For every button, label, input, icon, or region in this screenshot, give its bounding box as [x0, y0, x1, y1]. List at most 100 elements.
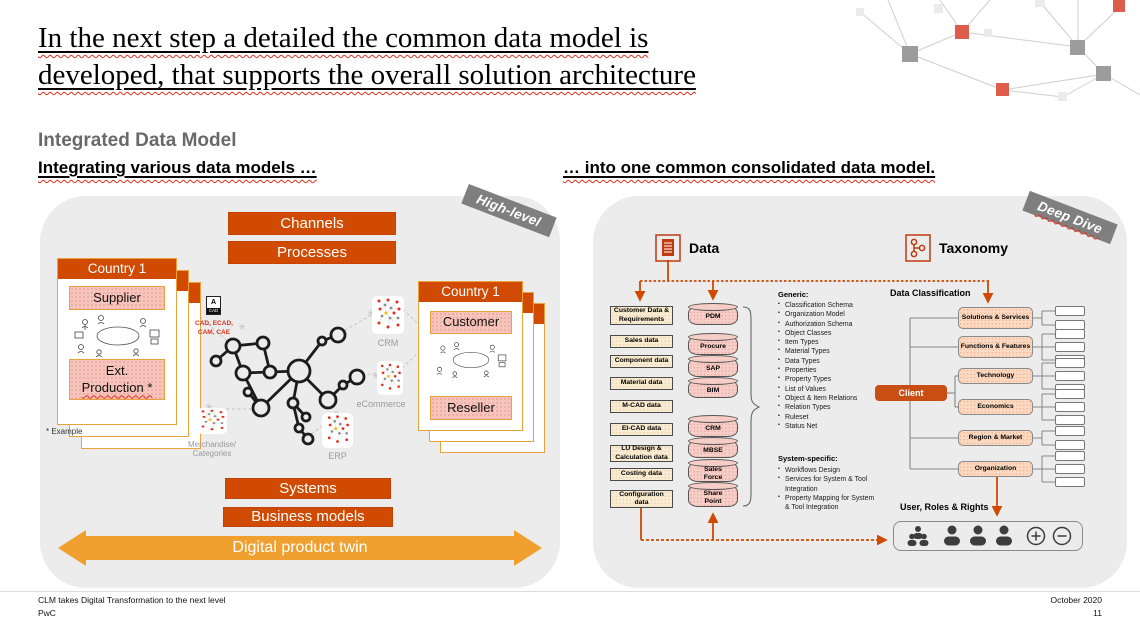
data-source-box: Sales data — [610, 335, 673, 348]
footer-page-number: 11 — [1093, 608, 1102, 618]
collaboration-doodle — [74, 315, 160, 358]
generic-item: Properties — [778, 365, 884, 375]
generic-item: List of Values — [778, 384, 884, 394]
system-specific-title: System-specific: — [778, 454, 838, 463]
systems-banner: Systems — [225, 478, 391, 499]
systems-brace — [742, 306, 761, 507]
country-left-card: Country 1 Supplier Ext. Production * — [57, 258, 177, 425]
crm-cluster-icon — [372, 296, 404, 334]
generic-item: Organization Model — [778, 309, 884, 319]
footer-left: CLM takes Digital Transformation to the … — [38, 594, 226, 620]
left-panel: ✳✳✳ ✳✳✳ Chan — [40, 196, 560, 588]
data-classification-title: Data Classification — [890, 288, 971, 298]
network-decoration — [856, 0, 1140, 101]
person-icons — [944, 525, 1012, 546]
customer-box: Customer — [430, 311, 512, 334]
plus-icon — [1026, 526, 1046, 546]
system-cylinder: PDM — [688, 303, 738, 325]
generic-item: Object Classes — [778, 328, 884, 338]
generic-item: Ruleset — [778, 412, 884, 422]
footer-right: October 2020 11 — [1050, 594, 1102, 620]
country-right-card: Country 1 Customer Reseller — [418, 281, 523, 431]
svg-text:✳: ✳ — [238, 322, 246, 332]
reseller-box: Reseller — [430, 396, 512, 420]
system-specific-item: Property Mapping for System & Tool Integ… — [778, 493, 878, 513]
system-cylinder: Share Point — [688, 482, 738, 507]
footer-project: CLM takes Digital Transformation to the … — [38, 595, 226, 605]
ext-production-box: Ext. Production * — [69, 359, 165, 400]
cad-file-icon: A CAD — [206, 296, 221, 315]
data-network-nodes — [209, 326, 366, 446]
channels-banner: Channels — [228, 212, 396, 235]
system-cylinder: MBSE — [688, 437, 738, 458]
arrow-right-head — [514, 530, 542, 566]
user-roles-box — [893, 521, 1083, 551]
merchandise-cluster-icon — [197, 408, 227, 434]
erp-label: ERP — [328, 451, 347, 461]
decoration-nodes — [856, 0, 1125, 101]
country-left-title: Country 1 — [58, 259, 176, 279]
system-specific-item: Workflows Design — [778, 465, 878, 475]
crm-label: CRM — [377, 338, 399, 348]
business-models-banner: Business models — [223, 507, 393, 527]
leaf-box — [1055, 415, 1085, 425]
generic-item: Object & Item Relations — [778, 393, 884, 403]
leaf-box — [1055, 451, 1085, 461]
generic-item: Item Types — [778, 337, 884, 347]
generic-title: Generic: — [778, 290, 809, 299]
data-source-box: Component data — [610, 355, 673, 368]
system-cylinder: SAP — [688, 355, 738, 377]
system-cylinder: Sales Force — [688, 459, 738, 482]
leaf-box — [1055, 329, 1085, 339]
generic-item: Status Net — [778, 421, 884, 431]
client-box: Client — [875, 385, 947, 401]
taxonomy-header: Taxonomy — [939, 240, 1008, 256]
generic-item: Authorization Schema — [778, 319, 884, 329]
data-source-box: M-CAD data — [610, 400, 673, 413]
data-source-box: EI-CAD data — [610, 423, 673, 436]
leaf-box — [1055, 464, 1085, 474]
erp-cluster-icon — [322, 413, 353, 448]
footer-brand: PwC — [38, 608, 56, 618]
category-box: Organization — [958, 461, 1033, 477]
ecommerce-cluster-icon — [377, 361, 403, 395]
generic-item: Classification Schema — [778, 300, 884, 310]
footer-date: October 2020 — [1050, 595, 1102, 605]
system-cylinder: BIM — [688, 377, 738, 398]
data-icon — [655, 234, 681, 262]
generic-item: Relation Types — [778, 402, 884, 412]
example-footnote: * Example — [46, 427, 83, 436]
svg-text:✳: ✳ — [372, 371, 380, 381]
processes-banner: Processes — [228, 241, 396, 264]
title-line-1: In the next step a detailed the common d… — [38, 22, 649, 54]
digital-product-twin-arrow: Digital product twin — [58, 530, 542, 566]
data-source-box: Material data — [610, 377, 673, 390]
footer-divider — [0, 591, 1140, 592]
merchandise-label: Merchandise/Categories — [187, 440, 237, 459]
leaf-brackets — [1033, 310, 1055, 483]
taxonomy-icon — [905, 234, 931, 262]
system-cylinder: CRM — [688, 415, 738, 437]
generic-list: Classification Schema Organization Model… — [778, 300, 884, 431]
leaf-box — [1055, 477, 1085, 487]
generic-item: Material Types — [778, 346, 884, 356]
leaf-box — [1055, 402, 1085, 412]
data-header: Data — [689, 240, 720, 256]
right-panel: Data Taxonomy Customer Data & Requiremen… — [593, 196, 1127, 588]
user-roles-title: User, Roles & Rights — [900, 502, 989, 512]
leaf-box — [1055, 426, 1085, 436]
left-caption: Integrating various data models … — [38, 158, 317, 177]
minus-icon — [1052, 526, 1072, 546]
generic-item: Data Types — [778, 356, 884, 366]
system-specific-list: Workflows Design Services for System & T… — [778, 465, 878, 513]
leaf-box — [1055, 342, 1085, 352]
category-box: Technology — [958, 368, 1033, 384]
generic-item: Property Types — [778, 374, 884, 384]
country-right-title: Country 1 — [419, 282, 522, 302]
category-box: Functions & Features — [958, 336, 1033, 358]
group-icon — [907, 526, 929, 546]
digital-twin-label: Digital product twin — [84, 536, 516, 560]
data-source-box: Costing data — [610, 468, 673, 481]
data-source-box: Configuration data — [610, 490, 673, 508]
